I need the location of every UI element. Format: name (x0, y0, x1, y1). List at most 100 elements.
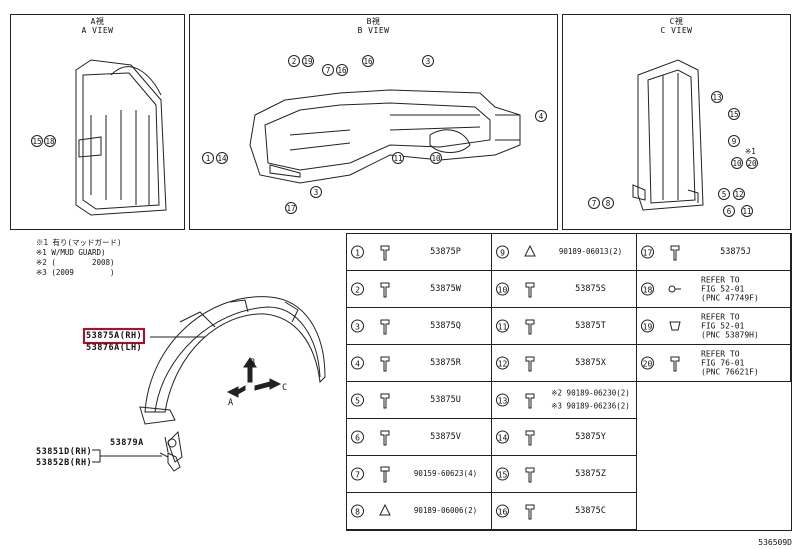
part-code: 53875U (430, 395, 461, 405)
view-c-callout-7: 7 (588, 197, 600, 209)
clip-icon (380, 393, 390, 409)
part-number-14: 14 (496, 430, 509, 444)
view-c-note-1: ※1 (745, 147, 756, 156)
table-row: 14 53875Y (492, 419, 637, 456)
note-line-4: ※3 (2009 ) (36, 268, 115, 277)
clip-icon (380, 356, 390, 372)
part-code: 53875P (430, 247, 461, 257)
clip-icon (670, 356, 680, 372)
table-row: 10 53875S (492, 271, 637, 308)
part-code: 53875V (430, 432, 461, 442)
part-number-11: 11 (496, 319, 509, 333)
note-line-1: ※1 有り(マッドガード) (36, 238, 122, 247)
screw-icon (380, 466, 390, 483)
view-c-callout-20: 20 (746, 157, 758, 169)
part-reference: REFER TO FIG 52-01 (PNC 47749F) (701, 275, 759, 303)
arrow-label-c: C (282, 383, 288, 393)
part-number-13: 13 (496, 393, 509, 407)
table-row: 1 53875P (347, 234, 492, 271)
table-row: 15 53875Z (492, 456, 637, 493)
view-b-callout-19: 19 (302, 55, 314, 67)
view-b-title: B視 B VIEW (190, 17, 557, 35)
part-code: 53875J (720, 247, 751, 257)
arrow-label-b: B (250, 358, 256, 368)
view-b-drawing (249, 89, 521, 184)
view-b-callout-14: 14 (216, 152, 228, 164)
view-c-callout-9: 9 (728, 135, 740, 147)
part-number-2: 2 (351, 282, 364, 296)
callout-main-part-rh[interactable]: 53875A(RH) (82, 328, 146, 344)
part-code: 53875Z (575, 469, 606, 479)
part-number-12: 12 (496, 356, 509, 370)
view-a-callout-18: 18 (44, 135, 56, 147)
part-code: 53875S (575, 284, 606, 294)
view-c-callout-8: 8 (602, 197, 614, 209)
clip-icon (525, 282, 535, 298)
nut-icon (379, 503, 391, 516)
view-c-callout-12: 12 (733, 188, 745, 200)
view-c-title-en: C VIEW (660, 26, 693, 35)
view-a-drawing (75, 59, 167, 216)
view-c-callout-11: 11 (741, 205, 753, 217)
table-row: 5 53875U (347, 382, 492, 419)
clip-icon (525, 430, 535, 446)
view-c-callout-10: 10 (731, 157, 743, 169)
part-code: 90189-06013(2) (558, 247, 623, 256)
table-row: 8 90189-06006(2) (347, 493, 492, 530)
table-row: 18 REFER TO FIG 52-01 (PNC 47749F) (637, 271, 791, 308)
table-row: 4 53875R (347, 345, 492, 382)
part-code-2008: ※2 90189-06230(2) (551, 388, 630, 398)
parts-table: 1 53875P 2 53875W 3 53875Q 4 53875R 5 53… (346, 233, 792, 531)
clip-icon (525, 319, 535, 335)
part-number-6: 6 (351, 430, 364, 444)
view-a-title-jp: A視 (90, 17, 105, 26)
view-c-callout-6: 6 (723, 205, 735, 217)
part-number-1: 1 (351, 245, 364, 259)
part-code: 53875R (430, 358, 461, 368)
part-number-9: 9 (496, 245, 509, 259)
table-row: 6 53875V (347, 419, 492, 456)
view-c-title: C視 C VIEW (563, 17, 790, 35)
part-number-7: 7 (351, 467, 364, 481)
part-number-8: 8 (351, 504, 364, 518)
part-code-2009: ※3 90189-06236(2) (551, 401, 630, 411)
view-b-callout-1: 1 (202, 152, 214, 164)
view-c-panel: C視 C VIEW 13 15 9 ※1 10 20 5 12 7 8 6 11 (562, 14, 791, 230)
view-a-callout-15: 15 (31, 135, 43, 147)
table-row: 3 53875Q (347, 308, 492, 345)
part-code: 53875Q (430, 321, 461, 331)
part-code: 90159-60623(4) (413, 469, 478, 478)
bracket-bracket-line (92, 449, 162, 463)
part-number-15: 15 (496, 467, 509, 481)
table-row: 11 53875T (492, 308, 637, 345)
clip-icon (525, 467, 535, 483)
view-b-callout-16b: 16 (362, 55, 374, 67)
callout-main-part-lh: 53876A(LH) (86, 343, 143, 353)
diagram-code: 536509D (758, 538, 792, 547)
view-b-callout-10: 10 (430, 152, 442, 164)
view-a-panel: A視 A VIEW 15 18 (10, 14, 185, 230)
clip-icon (380, 430, 390, 446)
callout-bracket-lh: 53852B(RH) (36, 458, 93, 468)
clip-icon (670, 245, 680, 261)
view-c-callout-13: 13 (711, 91, 723, 103)
part-number-17: 17 (641, 245, 654, 259)
clip-icon (380, 282, 390, 298)
view-c-title-jp: C視 (669, 17, 684, 26)
table-row: 17 53875J (637, 234, 791, 271)
view-b-callout-11: 11 (392, 152, 404, 164)
clip-icon (525, 504, 535, 520)
part-number-4: 4 (351, 356, 364, 370)
part-reference: REFER TO FIG 76-01 (PNC 76621F) (701, 349, 759, 377)
part-number-10: 10 (496, 282, 509, 296)
part-code: 53875W (430, 284, 461, 294)
note-line-2: ※1 W/MUD GUARD) (36, 248, 106, 257)
clip-icon (525, 356, 535, 372)
part-number-18: 18 (641, 282, 654, 296)
view-b-panel: B視 B VIEW 2 19 7 16 16 3 4 1 14 11 10 3 … (189, 14, 558, 230)
part-number-3: 3 (351, 319, 364, 333)
arrow-label-a: A (228, 398, 234, 408)
view-b-callout-7: 7 (322, 64, 334, 76)
part-number-19: 19 (641, 319, 654, 333)
view-b-callout-3b: 3 (310, 186, 322, 198)
